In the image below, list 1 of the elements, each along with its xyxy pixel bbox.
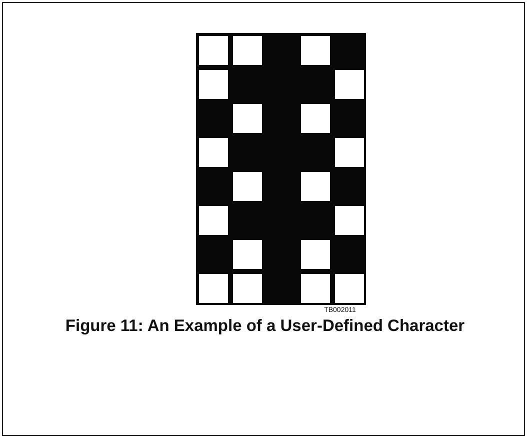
figure-caption: Figure 11: An Example of a User-Defined Character <box>64 317 466 335</box>
